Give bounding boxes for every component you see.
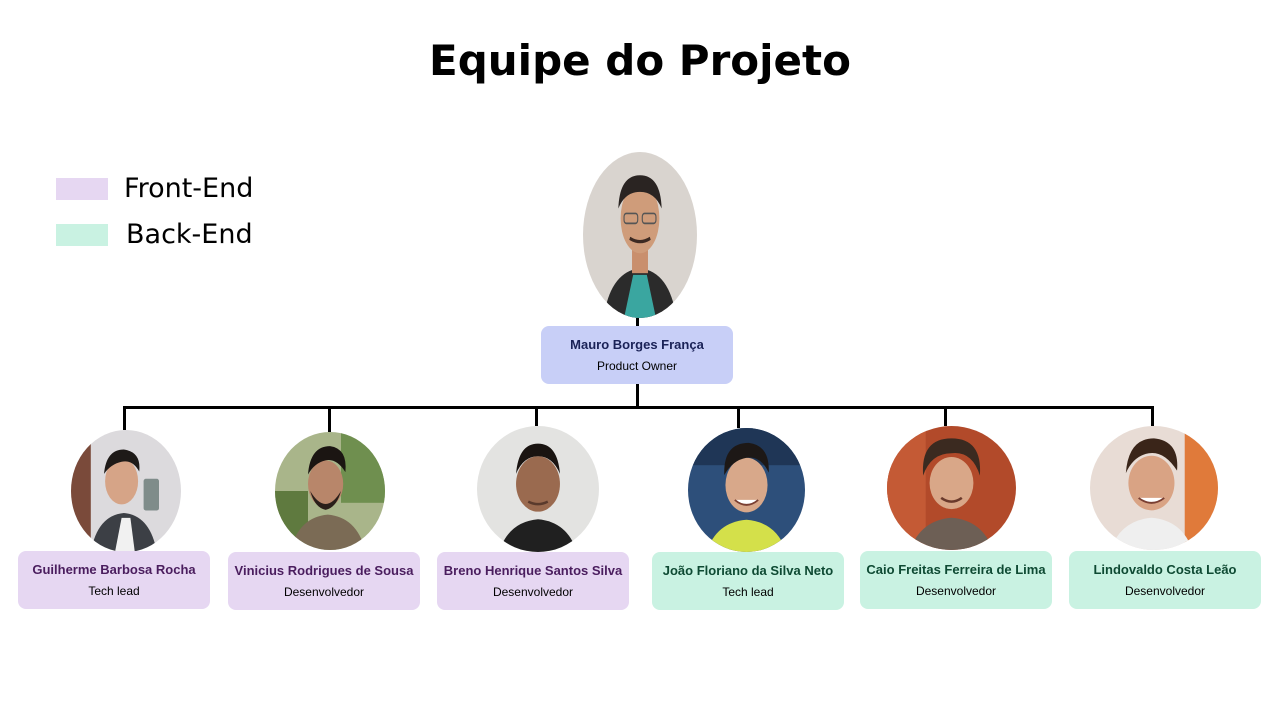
member-role: Desenvolvedor [915, 583, 997, 598]
legend-label-back-end: Back-End [126, 219, 253, 250]
member-name: João Floriano da Silva Neto [662, 562, 834, 578]
connector-horizontal-bar [123, 406, 1154, 409]
member-role: Desenvolvedor [283, 584, 365, 599]
person-portrait-icon [477, 426, 599, 552]
org-node-member: Guilherme Barbosa Rocha Tech lead [18, 551, 210, 609]
connector-drop [123, 406, 126, 430]
legend-item-back-end: Back-End [56, 219, 253, 250]
member-role: Desenvolvedor [1124, 583, 1206, 598]
org-node-member: João Floriano da Silva Neto Tech lead [652, 552, 844, 610]
avatar-photo [275, 432, 385, 550]
connector-root-down [636, 383, 639, 408]
member-role: Tech lead [722, 584, 774, 599]
person-portrait-icon [71, 430, 181, 552]
connector-drop [328, 406, 331, 432]
org-node-member: Vinicius Rodrigues de Sousa Desenvolvedo… [228, 552, 420, 610]
org-node-product-owner: Mauro Borges França Product Owner [541, 326, 733, 384]
member-role: Product Owner [596, 358, 678, 373]
person-portrait-icon [887, 426, 1016, 550]
connector-drop [535, 406, 538, 426]
legend-swatch-front-end [56, 177, 108, 200]
person-portrait-icon [583, 152, 697, 318]
avatar-photo [71, 430, 181, 552]
connector-drop [1151, 406, 1154, 426]
org-node-member: Breno Henrique Santos Silva Desenvolvedo… [437, 552, 629, 610]
legend-label-front-end: Front-End [124, 173, 254, 204]
avatar-photo [887, 426, 1016, 550]
avatar-photo [477, 426, 599, 552]
org-node-member: Caio Freitas Ferreira de Lima Desenvolve… [860, 551, 1052, 609]
member-name: Vinicius Rodrigues de Sousa [234, 562, 414, 578]
legend-item-front-end: Front-End [56, 173, 253, 204]
member-role: Desenvolvedor [492, 584, 574, 599]
org-node-member: Lindovaldo Costa Leão Desenvolvedor [1069, 551, 1261, 609]
member-name: Guilherme Barbosa Rocha [32, 561, 196, 577]
connector-photo-root [636, 318, 639, 328]
member-name: Mauro Borges França [570, 336, 704, 352]
legend-swatch-back-end [56, 223, 108, 246]
member-name: Caio Freitas Ferreira de Lima [866, 561, 1046, 577]
connector-drop [737, 406, 740, 428]
avatar-photo [583, 152, 697, 318]
avatar-photo [688, 428, 805, 552]
person-portrait-icon [1090, 426, 1218, 550]
member-name: Lindovaldo Costa Leão [1093, 561, 1237, 577]
person-portrait-icon [275, 432, 385, 550]
member-name: Breno Henrique Santos Silva [443, 562, 623, 578]
page-title: Equipe do Projeto [429, 36, 851, 85]
avatar-photo [1090, 426, 1218, 550]
connector-drop [944, 406, 947, 426]
member-role: Tech lead [88, 583, 140, 598]
person-portrait-icon [688, 428, 805, 552]
